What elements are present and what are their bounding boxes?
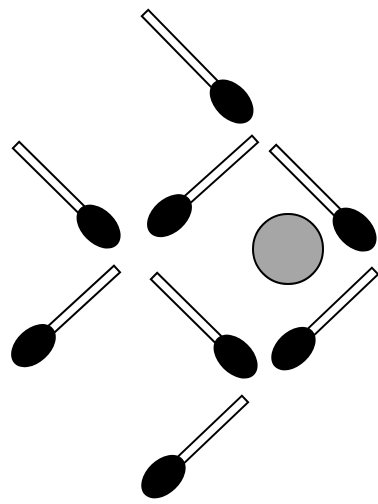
matchstick[interactable] [142, 264, 266, 387]
matchstick[interactable] [4, 133, 129, 257]
matchstick[interactable] [3, 256, 129, 375]
ball[interactable] [253, 214, 323, 284]
matchstick[interactable] [133, 387, 257, 504]
matchstick[interactable] [139, 126, 267, 245]
matchstick[interactable] [133, 1, 262, 132]
